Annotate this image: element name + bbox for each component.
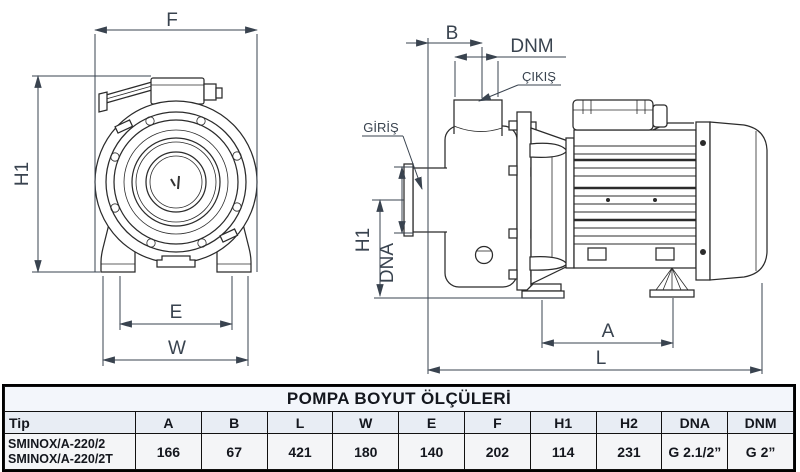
table-title-row: POMPA BOYUT ÖLÇÜLERİ — [4, 386, 794, 412]
motor-adapter — [529, 127, 569, 285]
col-header-a: A — [135, 411, 202, 434]
cell-w: 180 — [332, 433, 400, 470]
dim-label-dna: DNA — [377, 243, 398, 283]
table-title: POMPA BOYUT ÖLÇÜLERİ — [4, 386, 794, 412]
dim-label-dnm: DNM — [510, 36, 553, 57]
dimension-f: F — [93, 10, 259, 272]
dim-label-a: A — [602, 321, 615, 342]
cell-dnm: G 2” — [727, 433, 794, 470]
col-header-f: F — [463, 411, 531, 434]
dimension-e: E — [118, 276, 234, 330]
pump-casing-front — [94, 100, 258, 264]
cell-e: 140 — [398, 433, 465, 470]
dimension-h1-front: H1 — [12, 74, 151, 274]
cell-b: 67 — [200, 433, 268, 470]
outlet-callout: ÇIKIŞ — [477, 69, 561, 102]
col-header-e: E — [398, 411, 465, 434]
hub-marking — [170, 175, 180, 190]
col-header-w: W — [332, 411, 400, 434]
motor-body — [565, 122, 697, 269]
side-view: B DNM ÇIKIŞ GİRİŞ H1 — [353, 23, 768, 374]
dimension-dnm: DNM — [453, 36, 566, 97]
dim-label-b: B — [446, 23, 459, 44]
fan-cover — [695, 121, 768, 281]
dimension-l: L — [426, 283, 764, 374]
table-row: SMINOX/A-220/2 SMINOX/A-220/2T 166 67 42… — [4, 433, 794, 470]
motor-foot — [649, 267, 695, 298]
dimensions-table: POMPA BOYUT ÖLÇÜLERİ Tip A B L W E F H1 … — [2, 384, 796, 472]
table-row-partial — [4, 469, 794, 470]
col-header-l: L — [266, 411, 334, 434]
col-header-h1: H1 — [529, 411, 597, 434]
cell-a: 166 — [135, 433, 202, 470]
terminal-box-front — [98, 77, 223, 113]
cell-l: 421 — [266, 433, 334, 470]
col-header-b: B — [200, 411, 268, 434]
dimension-dna: DNA — [377, 165, 413, 283]
dim-label-h1-front: H1 — [12, 162, 33, 186]
cell-h2: 231 — [595, 433, 663, 470]
col-header-dna: DNA — [661, 411, 729, 434]
inlet-label: GİRİŞ — [363, 120, 399, 135]
terminal-box-side — [572, 99, 668, 131]
technical-drawing: F H1 E W — [12, 10, 768, 374]
col-header-dnm: DNM — [727, 411, 794, 434]
model-name-1: SMINOX/A-220/2 — [8, 436, 106, 451]
cell-f: 202 — [463, 433, 531, 470]
model-name-2: SMINOX/A-220/2T — [8, 451, 113, 466]
flange-bolt-holes — [110, 116, 242, 248]
front-view: F H1 E W — [12, 10, 259, 366]
dim-label-h1-side: H1 — [353, 228, 374, 252]
cell-h1: 114 — [529, 433, 597, 470]
col-header-tip: Tip — [4, 411, 136, 434]
dim-label-f: F — [166, 10, 178, 31]
motor-fins — [574, 145, 696, 245]
cell-tip: SMINOX/A-220/2 SMINOX/A-220/2T — [4, 433, 136, 470]
dim-label-e: E — [170, 302, 183, 323]
dim-label-l: L — [596, 348, 607, 369]
inlet-callout: GİRİŞ — [362, 120, 423, 191]
dimension-b: B — [406, 23, 484, 98]
dimension-w: W — [101, 276, 250, 366]
inlet-flange — [403, 163, 414, 237]
outlet-pipe — [453, 99, 503, 136]
cell-dna: G 2.1/2” — [661, 433, 729, 470]
dimension-a: A — [540, 298, 675, 348]
bottom-flange-tab — [156, 255, 196, 268]
table-header-row: Tip A B L W E F H1 H2 DNA DNM — [4, 411, 794, 434]
outlet-label: ÇIKIŞ — [522, 69, 556, 84]
drain-plug — [474, 245, 494, 265]
dim-label-w: W — [168, 338, 186, 359]
col-header-h2: H2 — [595, 411, 663, 434]
